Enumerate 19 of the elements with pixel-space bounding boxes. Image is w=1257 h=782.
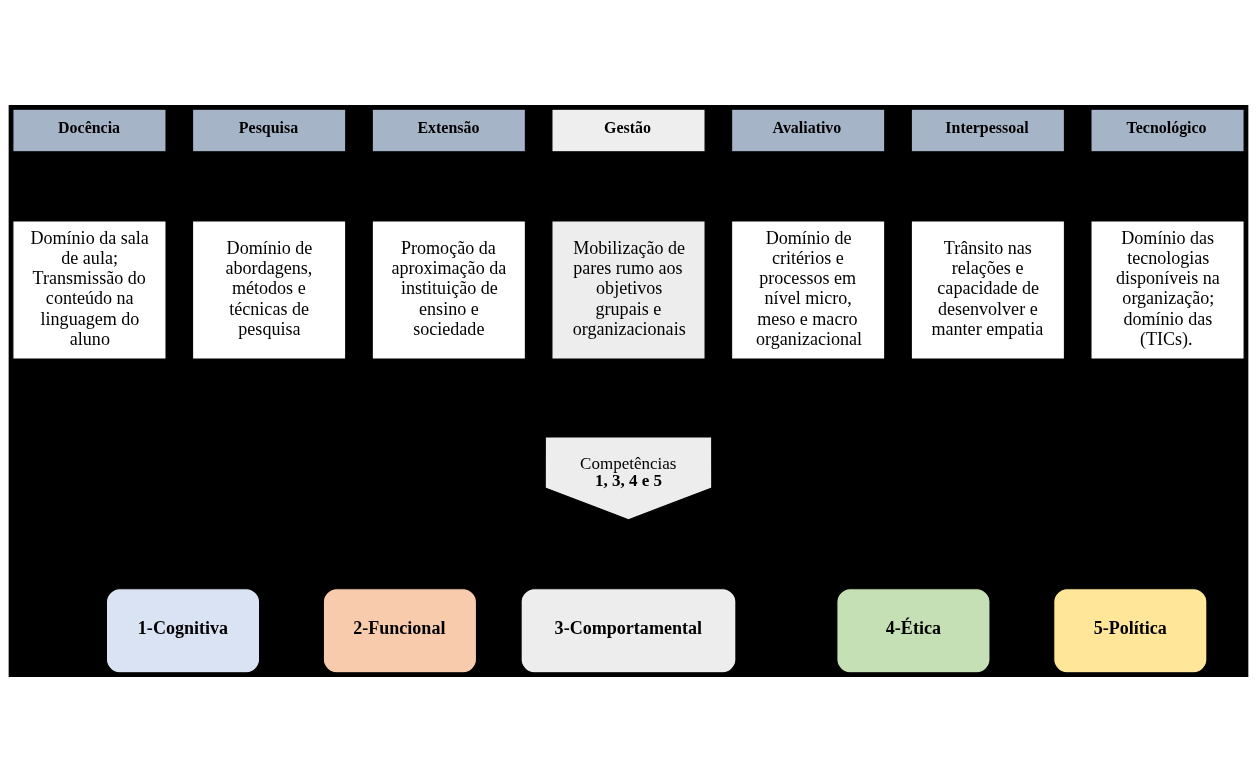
node-box: Interpessoal [910,108,1065,153]
node-box: Domínio de abordagens, métodos e técnicas de pesquisa [192,220,347,360]
node-box: Pesquisa [192,108,347,153]
node-box: Docência [12,108,167,153]
node-box: Gestão [551,108,706,153]
node-box: 1-Cognitiva [105,588,261,674]
node-box: Avaliativo [731,108,886,153]
node-box: Mobilização de pares rumo aos objetivos grupais e organizacionais [551,220,706,360]
node-box: Tecnológico [1090,108,1245,153]
node-box: 3-Comportamental [520,588,737,674]
node-box: Domínio da sala de aula; Transmissão do conteúdo na linguagem do aluno [12,220,167,360]
node-box: 2-Funcional [322,588,477,674]
node-box: Domínio das tecnologias disponíveis na organização; domínio das (TICs). [1090,220,1245,360]
node-box: Promoção da aproximação da instituição de ensino e sociedade [371,220,526,360]
node-box: 5-Política [1053,588,1208,674]
node-box: Domínio de critérios e processos em nível micro, meso e macro organizacional [731,220,886,360]
node-box: 4-Ética [836,588,991,674]
node-box: Extensão [371,108,526,153]
node-box: Trânsito nas relações e capacidade de desenvolver e manter empatia [910,220,1065,360]
